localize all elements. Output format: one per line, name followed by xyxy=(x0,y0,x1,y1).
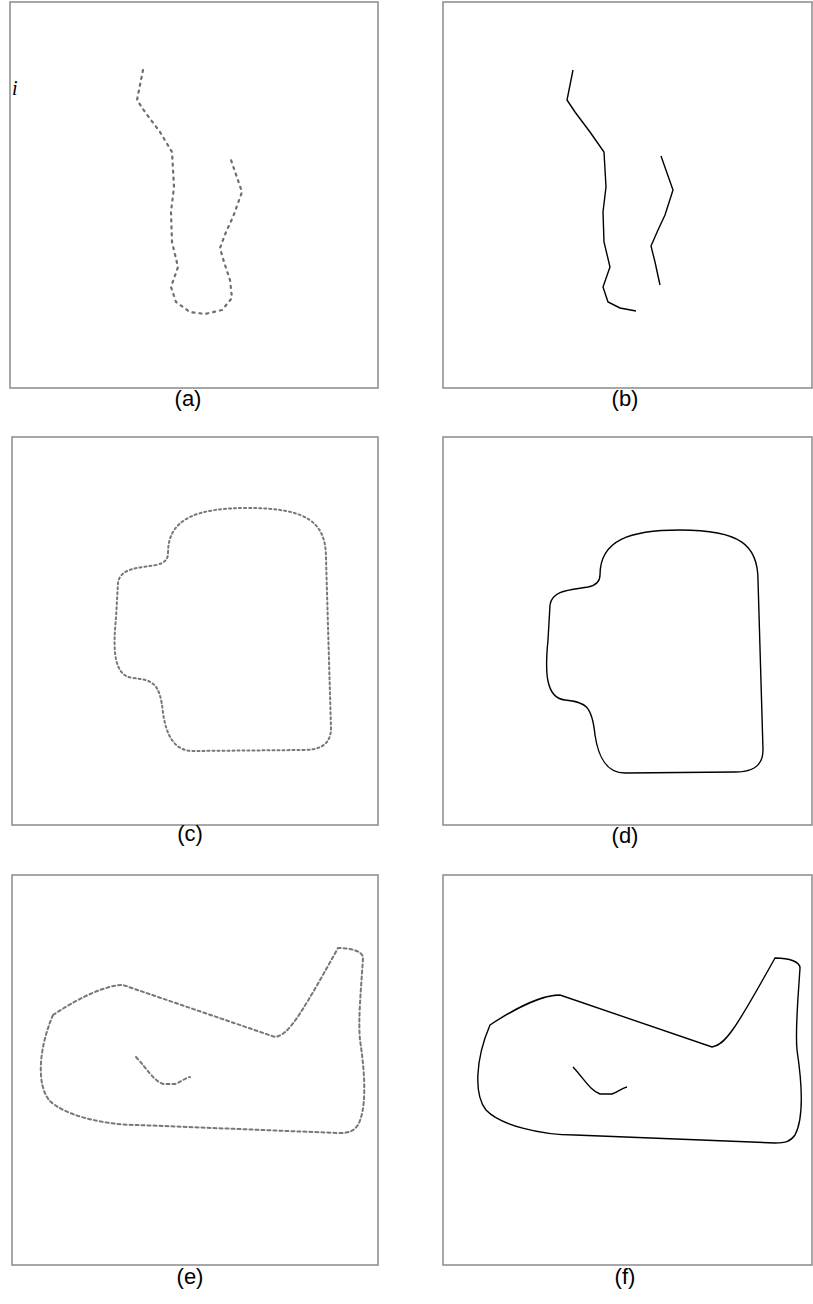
edge-points xyxy=(137,70,242,314)
traced-contour xyxy=(478,958,801,1143)
panel-label: (c) xyxy=(177,823,203,845)
panel-frame xyxy=(10,2,378,388)
panel-label: (a) xyxy=(175,388,202,410)
panel-frame xyxy=(12,437,378,825)
edge-points xyxy=(136,1057,190,1084)
traced-contour xyxy=(567,70,636,311)
panel-label: (e) xyxy=(177,1266,204,1288)
panel-label: (d) xyxy=(612,825,639,847)
panel-frames xyxy=(10,2,812,1265)
traced-contour xyxy=(478,958,801,1143)
panel-frame xyxy=(12,875,378,1265)
panel-frame xyxy=(443,2,812,388)
panel-label: (f) xyxy=(615,1266,636,1288)
traced-contour xyxy=(651,156,673,285)
edge-points xyxy=(41,948,364,1133)
edge-points xyxy=(115,508,331,751)
panel-label: (b) xyxy=(612,388,639,410)
panel-frame xyxy=(443,437,812,825)
traced-contour xyxy=(547,530,763,773)
edge-points xyxy=(41,948,364,1133)
edge-points xyxy=(137,70,242,314)
traced-contour xyxy=(567,70,673,311)
panel-frame xyxy=(443,875,812,1265)
stray-symbol: i xyxy=(12,78,18,98)
traced-contour xyxy=(573,1067,627,1094)
